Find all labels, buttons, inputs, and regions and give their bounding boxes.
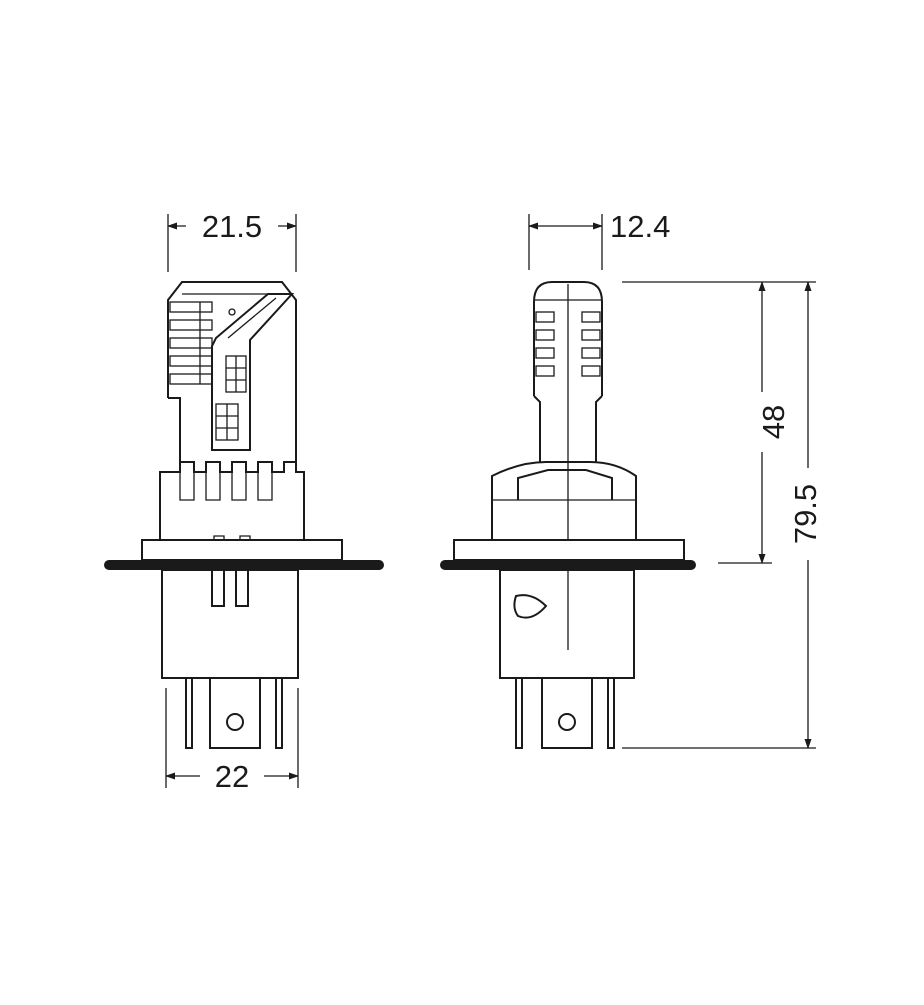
side-view-bulb [440,281,696,749]
dimension-front-width-top: 21.5 [167,209,297,272]
led-chip-lower [215,403,239,441]
front-view-bulb [104,281,384,749]
dimension-side-width-top: 12.4 [528,209,670,270]
led-fins-side [535,311,601,377]
dimension-label-21-5: 21.5 [202,209,262,244]
dimension-front-width-bottom: 22 [165,688,299,794]
orientation-tab [513,594,548,619]
dimension-label-48: 48 [756,405,791,439]
dimension-height-total: 79.5 [622,281,823,749]
led-chip-upper [225,355,247,393]
dimension-label-79-5: 79.5 [788,484,823,544]
dimension-label-12-4: 12.4 [610,209,670,244]
dimension-label-22: 22 [215,759,249,794]
led-fins-left [169,301,213,385]
dimension-height-upper: 48 [622,281,816,564]
